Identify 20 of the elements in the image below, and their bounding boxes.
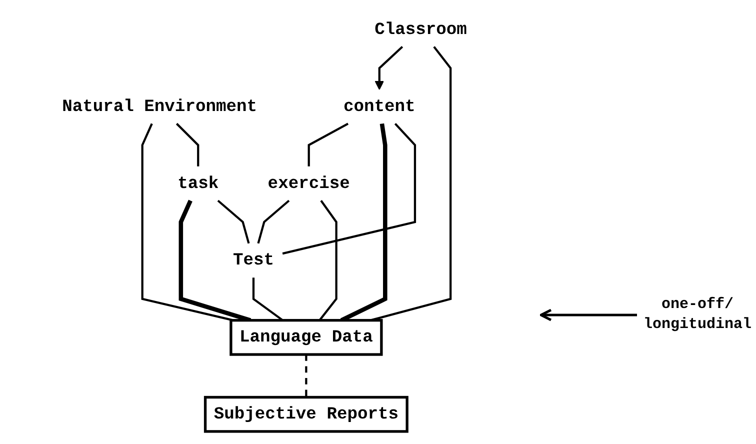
arrow	[540, 308, 637, 321]
connector-line	[370, 46, 452, 322]
process-box: Language Data	[230, 318, 383, 356]
connector-line	[176, 122, 200, 166]
text-label: one-off/ longitudinal	[638, 295, 756, 334]
connector-line	[282, 122, 416, 255]
connector-line	[308, 122, 349, 166]
text-label: Classroom	[374, 20, 467, 40]
process-box: Subjective Reports	[204, 396, 408, 433]
connector-line	[252, 278, 284, 322]
text-label: exercise	[268, 174, 350, 194]
dashed-line	[305, 354, 308, 398]
connector-line	[318, 200, 338, 321]
text-label: content	[343, 96, 416, 116]
text-label: Natural Environment	[62, 96, 258, 116]
connector-line	[257, 200, 290, 244]
text-label: task	[178, 174, 219, 194]
arrow	[374, 46, 404, 90]
text-label: Test	[232, 250, 274, 270]
connector-line	[217, 200, 250, 244]
